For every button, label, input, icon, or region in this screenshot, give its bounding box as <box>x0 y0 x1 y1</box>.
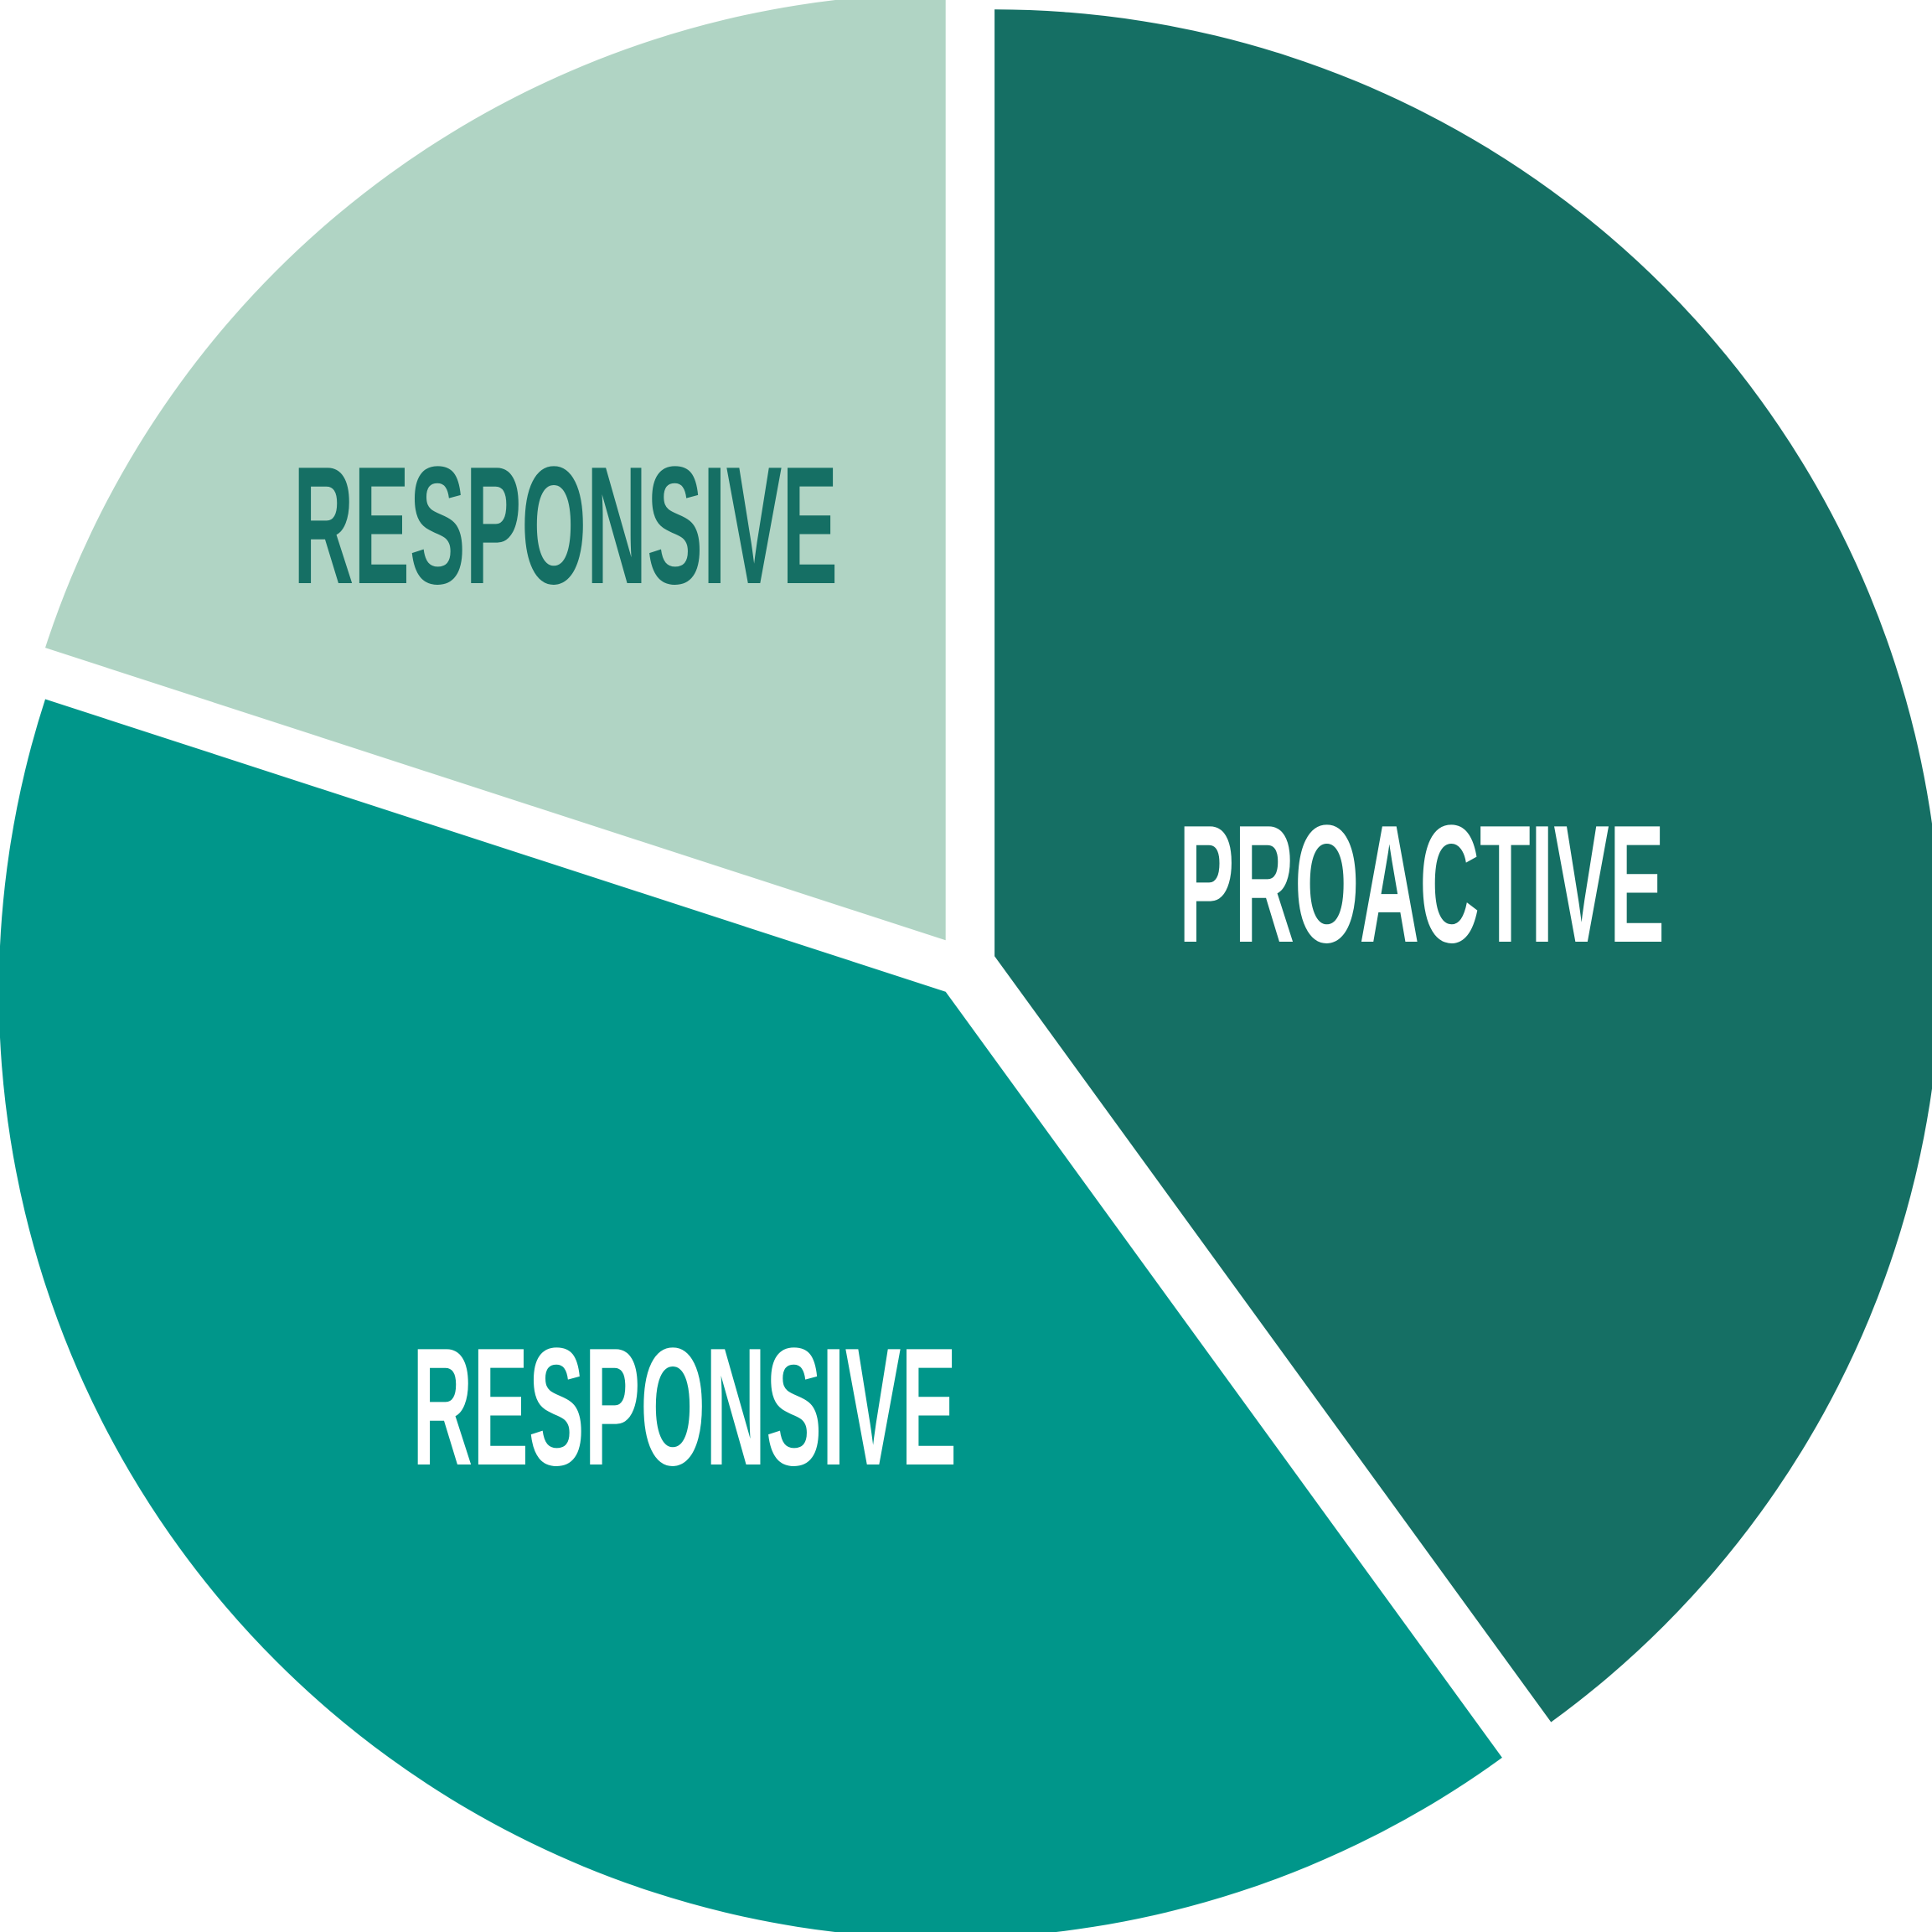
pie-slice-proactive-0 <box>994 9 1932 1723</box>
slice-label-responsive-2: RESPONSIVE <box>293 432 838 619</box>
pie-slice-responsive-1 <box>0 699 1502 1932</box>
slice-label-proactive-0: PROACTIVE <box>1179 791 1665 978</box>
pie-slice-responsive-2 <box>45 0 946 941</box>
slice-label-responsive-1: RESPONSIVE <box>412 1314 957 1501</box>
